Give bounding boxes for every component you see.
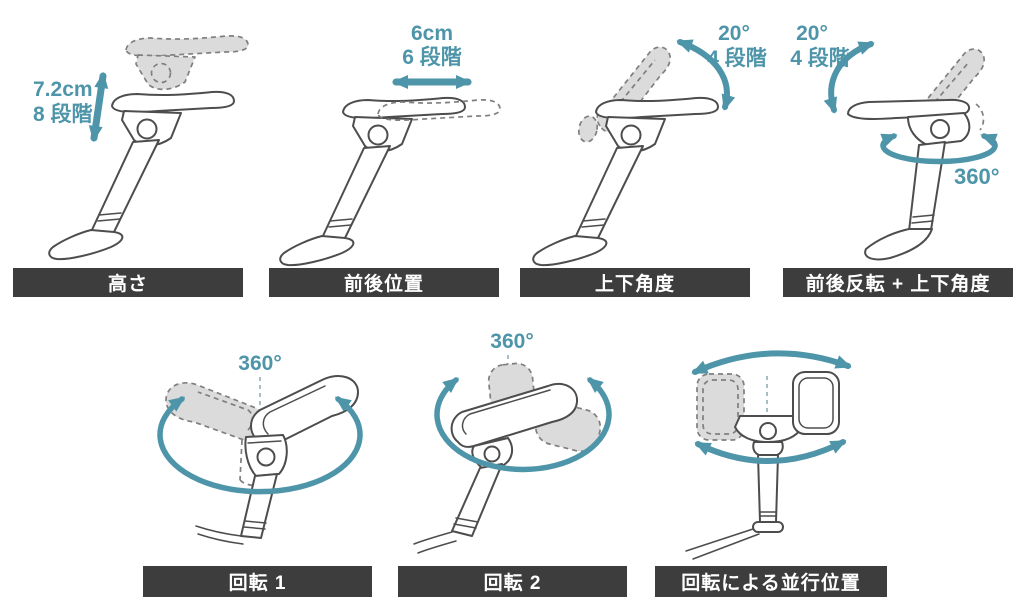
pivot-button — [620, 124, 642, 146]
ghost-pad-inner — [702, 379, 739, 435]
height-steps-text: 8 段階 — [33, 102, 93, 126]
pivot-button — [367, 124, 389, 146]
tilt-illustration: 20° 4 段階 — [532, 22, 767, 267]
stem-joint-lines — [97, 212, 122, 222]
armrest-solid — [279, 96, 466, 267]
parallel-illustration — [685, 350, 852, 560]
label-rotation2: 回転 2 — [398, 566, 627, 597]
pad-inner-line — [461, 389, 551, 435]
stem-joint-lines — [453, 517, 479, 529]
armrest-stem — [90, 139, 160, 235]
rotation1-text: 360° — [238, 352, 281, 375]
label-tilt: 上下角度 — [520, 268, 750, 297]
pivot-button — [136, 118, 158, 140]
pivot-button — [759, 422, 777, 440]
armrest-foot — [864, 228, 933, 261]
height-measure-text: 7.2cm — [33, 78, 93, 101]
label-height: 高さ — [13, 268, 243, 297]
armrest-stem — [908, 141, 946, 232]
rotation-ellipse-arrow — [157, 396, 363, 495]
ghost-bracket — [135, 54, 196, 91]
bracket-line — [247, 440, 282, 444]
pad-inner-line — [262, 385, 326, 435]
stem-collar — [752, 441, 784, 456]
ghost-pad-left — [165, 381, 265, 443]
flip-tilt-rotation-text: 360° — [954, 164, 1000, 189]
ghost-pad — [125, 35, 249, 57]
rotation1-illustration: 360° — [157, 352, 363, 545]
stem-foot-cap — [752, 521, 784, 533]
armrest-solid — [532, 96, 719, 267]
pivot-button — [483, 445, 501, 463]
rotation2-text: 360° — [490, 330, 533, 353]
ghost-armrest-raised — [125, 35, 249, 91]
stem-joint-lines — [243, 520, 267, 530]
rotation-ellipse-arrow — [434, 377, 612, 473]
height-illustration: 7.2cm 8 段階 — [33, 35, 249, 261]
pivot-button — [256, 447, 276, 467]
armrest-pad-front-view — [792, 371, 840, 435]
slide-steps-text: 6 段階 — [402, 45, 462, 69]
rotation2-illustration: 360° — [413, 330, 612, 554]
flip-tilt-steps-text: 4 段階 — [790, 46, 850, 70]
armrest-foot-lines — [413, 531, 457, 554]
armrest-foot — [532, 235, 608, 267]
rotation-arc-bottom — [694, 439, 847, 464]
armrest-pad — [342, 96, 466, 120]
armrest-foot — [279, 235, 355, 267]
panel-parallel: 回転による並行位置 — [650, 310, 930, 610]
label-parallel: 回転による並行位置 — [655, 566, 887, 597]
tilt-steps-text: 4 段階 — [707, 46, 767, 70]
ghost-pad-forward — [377, 99, 501, 121]
armrest-foot-lines — [195, 525, 244, 545]
tilt-measure-text: 20° — [718, 22, 750, 45]
label-flip-tilt: 前後反転 + 上下角度 — [783, 268, 1013, 297]
armrest-pad — [111, 90, 235, 114]
ghost-pivot — [150, 62, 172, 84]
pad-inner-outline — [798, 377, 834, 429]
slide-illustration: 6cm 6 段階 — [279, 22, 501, 267]
armrest-pad-top-view — [450, 383, 579, 448]
panel-tilt: 20° 4 段階 上下角度 — [512, 0, 768, 300]
flip-tilt-illustration: 20° 4 段階 360° — [790, 22, 1000, 261]
panel-slide: 6cm 6 段階 前後位置 — [256, 0, 512, 300]
rotation-arc-top — [691, 350, 852, 375]
swivel-ellipse-arrow — [880, 133, 998, 165]
stem-joint-lines — [581, 218, 606, 228]
stem-joint-lines — [328, 218, 353, 228]
armrest-stem — [574, 145, 644, 241]
panel-rotation1: 360° 回転 1 — [120, 310, 400, 610]
stem-joint-lines — [911, 214, 935, 224]
slide-measure-text: 6cm — [411, 22, 453, 45]
stem-joint-lines — [759, 511, 777, 517]
tilt-range-arrow — [823, 41, 875, 114]
pivot-button — [930, 119, 950, 139]
label-rotation1: 回転 1 — [143, 566, 372, 597]
panel-flip-tilt: 20° 4 段階 360° 前後反転 + 上下角度 — [768, 0, 1024, 300]
panel-height: 7.2cm 8 段階 高さ — [0, 0, 256, 300]
tilt-range-arrow — [676, 39, 736, 111]
armrest-stem — [321, 145, 391, 241]
ghost-bracket-fragment — [577, 115, 599, 143]
height-range-arrow — [88, 72, 109, 142]
flip-tilt-measure-text: 20° — [796, 22, 828, 45]
armrest-foot-lines — [685, 528, 760, 560]
armrest-foot — [48, 229, 124, 261]
ghost-bracket-fragment — [975, 103, 985, 131]
panel-rotation2: 360° 回転 2 — [390, 310, 670, 610]
label-slide: 前後位置 — [269, 268, 499, 297]
ghost-pad-front-view — [696, 373, 745, 441]
armrest-pad — [595, 96, 719, 120]
